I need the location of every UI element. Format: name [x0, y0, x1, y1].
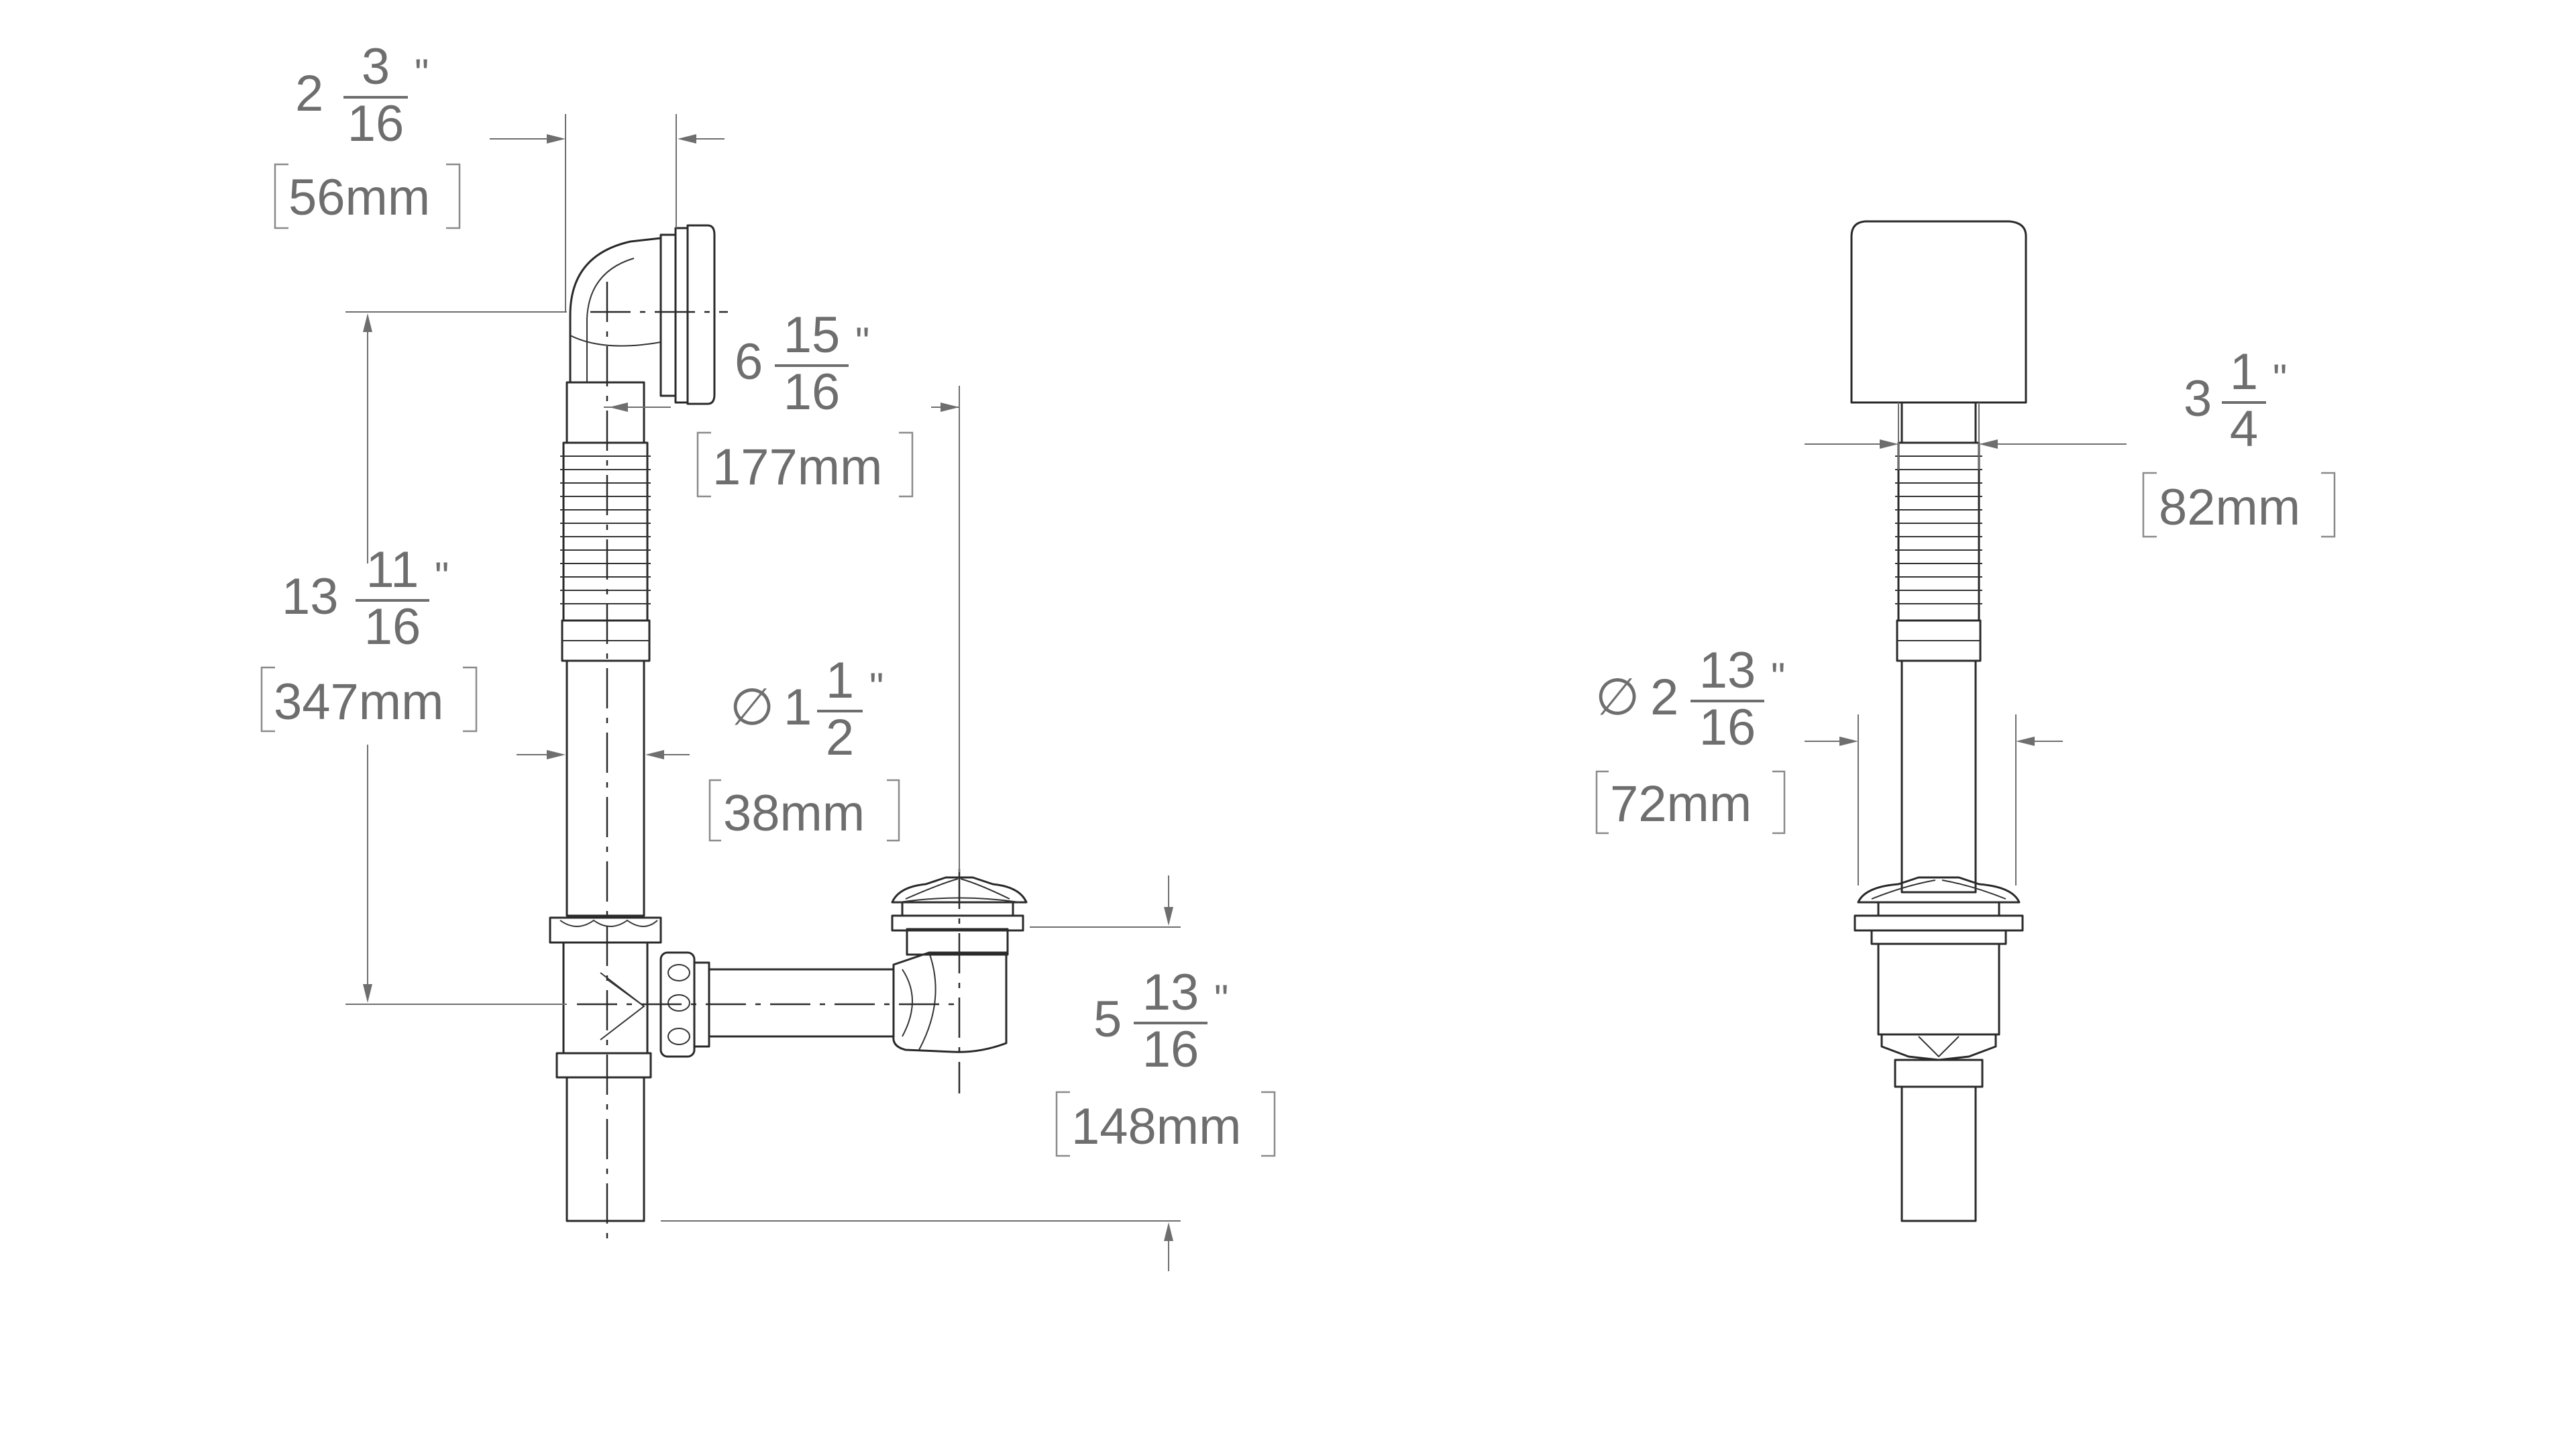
dim-plate-width-whole: 3	[2184, 370, 2212, 427]
dimension-overflow-height-lines	[345, 311, 567, 1005]
dim-overflow-reach-num: 15	[784, 307, 841, 364]
dim-overflow-reach-mm: 177mm	[712, 439, 882, 496]
drain-shoe	[892, 951, 1008, 1053]
overflow-gasket	[659, 233, 677, 397]
dim-flange-offset-unit: "	[415, 51, 429, 96]
dim-pipe-diameter-den: 2	[826, 709, 854, 766]
dim-drain-diameter-whole: 2	[1650, 669, 1678, 726]
dim-overflow-reach: 6 15 16 " 177mm	[696, 307, 914, 498]
tailpiece	[566, 1076, 645, 1222]
dim-drain-height-num: 13	[1142, 964, 1199, 1021]
dim-drain-diameter-symbol: ∅	[1595, 669, 1640, 726]
dim-pipe-diameter-num: 1	[826, 652, 854, 709]
drain-stopper	[891, 876, 1028, 904]
dim-drain-diameter-num: 13	[1699, 642, 1756, 699]
dim-plate-width-num: 1	[2230, 343, 2258, 400]
dim-drain-diameter-unit: "	[1771, 655, 1785, 700]
dimension-drain-height-lines	[661, 875, 1181, 1271]
overflow-faceplate	[686, 224, 716, 405]
dim-plate-width-mm: 82mm	[2159, 479, 2300, 536]
dim-flange-offset-num: 3	[362, 38, 390, 95]
dim-flange-offset-den: 16	[347, 95, 405, 152]
dim-flange-offset-whole: 2	[295, 65, 323, 122]
dim-drain-height: 5 13 16 " 148mm	[1055, 964, 1276, 1157]
dim-drain-diameter-den: 16	[1699, 699, 1756, 756]
dim-flange-offset-mm: 56mm	[288, 169, 430, 226]
dim-overflow-height-den: 16	[364, 598, 421, 655]
dim-overflow-height-num: 11	[366, 541, 419, 598]
dim-overflow-reach-whole: 6	[735, 333, 763, 390]
dim-pipe-diameter-mm: 38mm	[723, 785, 865, 842]
corrugated-tube	[560, 441, 651, 622]
dim-drain-height-mm: 148mm	[1071, 1098, 1241, 1155]
dim-drain-height-den: 16	[1142, 1021, 1199, 1078]
tee-nut	[549, 916, 662, 944]
dim-overflow-reach-den: 16	[784, 364, 841, 421]
dimension-overflow-reach-lines	[604, 386, 960, 872]
dim-plate-width: 3 1 4 " 82mm	[2142, 343, 2336, 538]
dim-overflow-height: 13 11 16 " 347mm	[260, 541, 478, 733]
overflow-tube-lower	[566, 659, 645, 917]
tailpiece-front	[1900, 1085, 1977, 1222]
drain-stopper-front	[1857, 876, 2021, 904]
dim-plate-width-den: 4	[2230, 400, 2258, 458]
dim-pipe-diameter-unit: "	[869, 665, 883, 710]
dim-drain-height-unit: "	[1214, 977, 1228, 1022]
dim-flange-offset: 2 3 16 " 56mm	[274, 38, 461, 229]
dim-overflow-height-whole: 13	[282, 568, 339, 625]
dim-overflow-reach-unit: "	[855, 319, 869, 364]
dimension-plate-width-lines	[1805, 402, 2127, 470]
dim-pipe-diameter-symbol: ∅	[730, 679, 774, 736]
waste-arm	[708, 968, 895, 1038]
dim-drain-height-whole: 5	[1093, 991, 1122, 1048]
overflow-elbow	[569, 237, 662, 384]
dimension-pipe-diameter-lines	[517, 750, 690, 759]
dimension-drain-diameter-lines	[1805, 714, 2063, 885]
dim-drain-diameter-mm: 72mm	[1610, 775, 1752, 833]
drain-body-front	[1877, 943, 2000, 1036]
corrugated-tube-front	[1895, 441, 1982, 622]
dim-pipe-diameter: ∅ 1 1 2 " 38mm	[708, 652, 900, 842]
dim-pipe-diameter-whole: 1	[784, 679, 812, 736]
front-view	[1805, 220, 2127, 1222]
dim-overflow-height-unit: "	[435, 554, 449, 599]
faceplate-front	[1850, 220, 2027, 404]
dimension-flange-offset-lines	[490, 114, 724, 312]
dim-overflow-height-mm: 347mm	[274, 674, 443, 731]
side-view	[345, 114, 1181, 1271]
dim-plate-width-unit: "	[2273, 356, 2287, 401]
dim-drain-diameter: ∅ 2 13 16 " 72mm	[1595, 642, 1785, 835]
overflow-tube-upper	[566, 381, 645, 444]
